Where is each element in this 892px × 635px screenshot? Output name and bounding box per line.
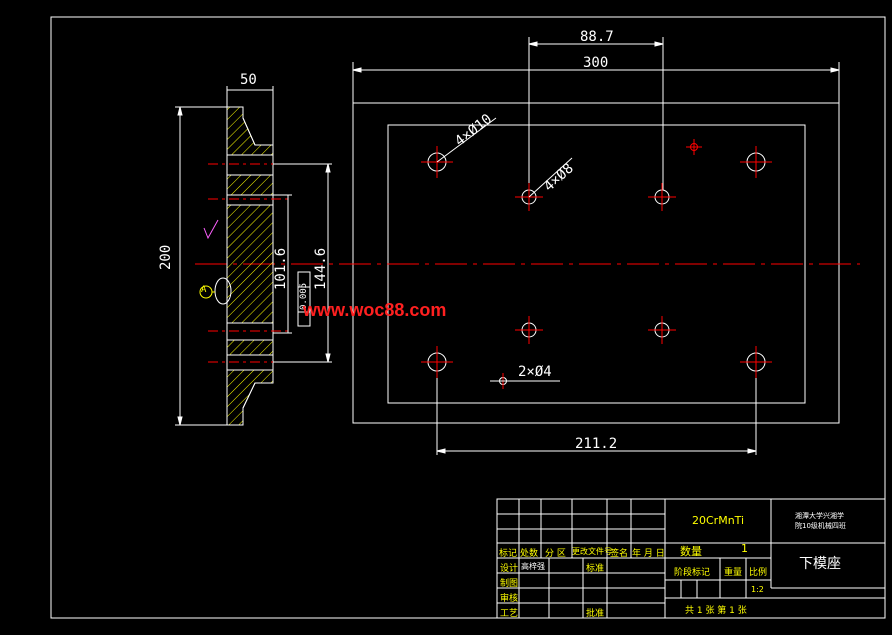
dim-88-7 <box>528 37 664 190</box>
row-designer: 高梓强 <box>521 562 545 571</box>
quantity-value: 1 <box>741 542 748 555</box>
scale-value: 1:2 <box>751 585 764 594</box>
plate-outline <box>352 102 840 424</box>
row-drawing: 制图 <box>500 579 519 589</box>
hole-d4 <box>686 139 702 155</box>
school-line-1: 湘潭大学兴湘学 <box>795 512 844 520</box>
header-date: 年 月 日 <box>632 549 665 559</box>
stage-label: 阶段标记 <box>674 568 711 578</box>
dim-300-label: 300 <box>583 55 609 71</box>
material-label: 20CrMnTi <box>692 514 745 527</box>
title-block-grid <box>496 498 886 619</box>
dim-300 <box>352 62 840 103</box>
hole-d10 <box>740 146 772 178</box>
hole-d10 <box>740 346 772 378</box>
plan-view <box>352 102 840 424</box>
header-count: 处数 <box>520 549 539 559</box>
datum-label: A <box>201 285 207 295</box>
school-line-2: 院10级机械四班 <box>795 522 846 530</box>
header-zone: 分 区 <box>545 549 566 559</box>
hole-d8 <box>648 316 676 344</box>
dim-88-7-label: 88.7 <box>580 29 614 45</box>
weight-label: 重量 <box>724 568 743 578</box>
side-dimensions <box>175 86 332 426</box>
dim-50-label: 50 <box>240 72 257 88</box>
part-name: 下模座 <box>799 556 841 572</box>
hole-d8 <box>515 316 543 344</box>
dim-101-6-label: 101.6 <box>273 247 289 290</box>
sheets-label: 共 1 张 第 1 张 <box>685 606 747 616</box>
watermark: www.woc88.com <box>303 300 447 320</box>
section-view <box>199 106 292 426</box>
row-design: 设计 <box>500 564 519 574</box>
row-approve: 批准 <box>586 609 605 619</box>
dim-211-2-label: 211.2 <box>575 436 618 452</box>
leaders <box>436 117 573 382</box>
hole-d10 <box>421 346 453 378</box>
callout-2x-d4: 2×Ø4 <box>518 364 552 380</box>
row-process: 工艺 <box>500 609 519 619</box>
quantity-label: 数量 <box>680 545 702 558</box>
header-signature: 签名 <box>610 549 629 559</box>
sheet-border <box>50 16 886 619</box>
row-standard: 标准 <box>586 564 605 574</box>
dim-144-6-label: 144.6 <box>313 247 329 290</box>
hole-d8 <box>648 183 676 211</box>
row-review: 审核 <box>500 594 519 604</box>
dim-200-label: 200 <box>158 244 174 270</box>
header-mark: 标记 <box>499 549 518 559</box>
scale-label: 比例 <box>749 568 768 578</box>
header-change-doc: 更改文件号 <box>572 547 612 556</box>
